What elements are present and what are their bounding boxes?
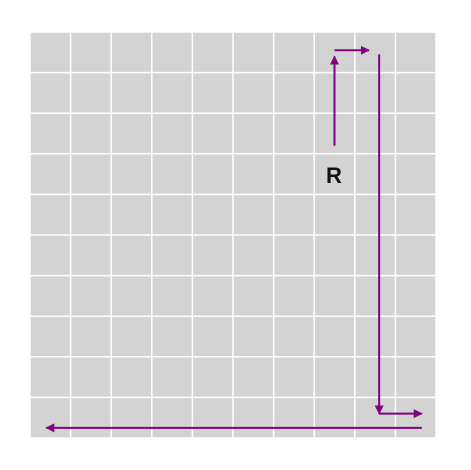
grid-lines — [29, 31, 437, 439]
robot-path — [45, 45, 423, 433]
robot-label: R — [326, 163, 342, 188]
